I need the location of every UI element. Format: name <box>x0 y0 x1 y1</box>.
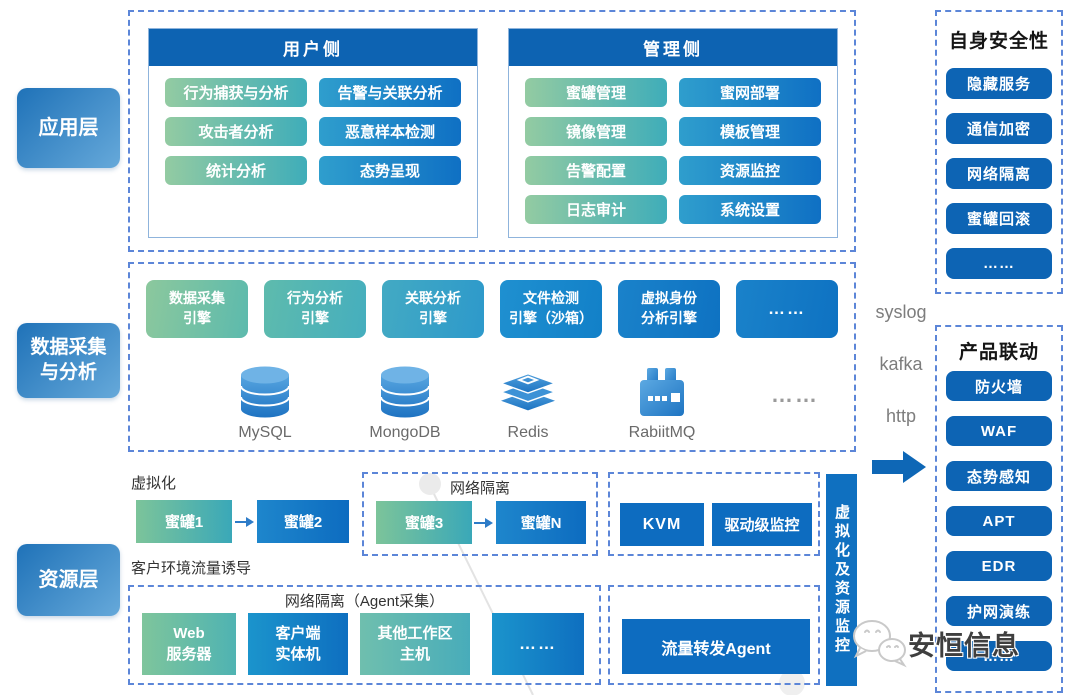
product-situation-awareness: 态势感知 <box>946 461 1052 491</box>
product-firewall: 防火墙 <box>946 371 1052 401</box>
product-apt: APT <box>946 506 1052 536</box>
feature-malicious-sample: 恶意样本检测 <box>319 117 461 146</box>
client-physical-machine-box: 客户端 实体机 <box>248 613 348 675</box>
watermark-brand: 安恒信息 <box>908 630 1020 661</box>
kvm-box: KVM <box>620 503 704 546</box>
feature-behavior-capture: 行为捕获与分析 <box>165 78 307 107</box>
security-comm-encryption: 通信加密 <box>946 113 1052 144</box>
agent-collection-zone: 网络隔离（Agent采集） Web 服务器 客户端 实体机 其他工作区 主机 …… <box>128 585 601 685</box>
management-side-title: 管理侧 <box>509 29 837 66</box>
engine-behavior-analysis: 行为分析 引擎 <box>264 280 366 338</box>
product-waf: WAF <box>946 416 1052 446</box>
feature-system-settings: 系统设置 <box>679 195 821 224</box>
protocol-syslog: syslog <box>875 302 927 322</box>
database-redis: Redis <box>473 366 583 442</box>
database-rabbitmq: RabiitMQ <box>607 366 717 442</box>
protocol-kafka: kafka <box>879 354 923 374</box>
engine-data-collection: 数据采集 引擎 <box>146 280 248 338</box>
user-side-buttons: 行为捕获与分析 告警与关联分析 攻击者分析 恶意样本检测 统计分析 态势呈现 <box>149 66 477 197</box>
self-security-panel: 自身安全性 隐藏服务 通信加密 网络隔离 蜜罐回滚 …… <box>935 10 1063 294</box>
wechat-icon <box>853 620 907 668</box>
mysql-label: MySQL <box>238 424 292 441</box>
kvm-zone: KVM 驱动级监控 <box>608 472 820 556</box>
traffic-agent-zone: 流量转发Agent <box>608 585 820 685</box>
security-more: …… <box>946 248 1052 279</box>
security-hidden-service: 隐藏服务 <box>946 68 1052 99</box>
rabbitmq-icon <box>640 368 684 416</box>
data-layer-container: 数据采集 引擎 行为分析 引擎 关联分析 引擎 文件检测 引擎（沙箱） 虚拟身份… <box>128 262 856 452</box>
honeypot-n-box: 蜜罐N <box>496 501 586 544</box>
driver-monitoring-box: 驱动级监控 <box>712 503 812 546</box>
honeypot-1-box: 蜜罐1 <box>136 500 232 543</box>
watermark: 安恒信息 <box>850 618 1020 668</box>
self-security-list: 隐藏服务 通信加密 网络隔离 蜜罐回滚 …… <box>937 68 1061 279</box>
flow-arrow-icon <box>235 517 254 527</box>
feature-alert-config: 告警配置 <box>525 156 667 185</box>
flow-arrow-icon <box>474 518 493 528</box>
network-isolation-title: 网络隔离 <box>449 480 510 497</box>
feature-resource-monitor: 资源监控 <box>679 156 821 185</box>
feature-statistics: 统计分析 <box>165 156 307 185</box>
traffic-induce-label: 客户环境流量诱导 <box>131 560 252 577</box>
web-server-box: Web 服务器 <box>142 613 236 675</box>
mysql-icon <box>240 366 290 418</box>
layer-label-data-collection: 数据采集 与分析 <box>17 323 120 398</box>
mongodb-icon <box>380 366 430 418</box>
feature-image-mgmt: 镜像管理 <box>525 117 667 146</box>
engine-row: 数据采集 引擎 行为分析 引擎 关联分析 引擎 文件检测 引擎（沙箱） 虚拟身份… <box>146 280 838 338</box>
feature-situation-display: 态势呈现 <box>319 156 461 185</box>
agent-zone-more-box: …… <box>492 613 584 675</box>
management-side-panel: 管理侧 蜜罐管理 蜜网部署 镜像管理 模板管理 告警配置 资源监控 日志审计 系… <box>508 28 838 238</box>
feature-template-mgmt: 模板管理 <box>679 117 821 146</box>
product-more: …… <box>946 641 1052 671</box>
engine-file-detection-sandbox: 文件检测 引擎（沙箱） <box>500 280 602 338</box>
feature-honeynet-deploy: 蜜网部署 <box>679 78 821 107</box>
product-edr: EDR <box>946 551 1052 581</box>
virtualization-resource-monitor-bar: 虚拟化及资源监控 <box>826 474 857 686</box>
virtualization-label: 虚拟化 <box>131 475 177 492</box>
rabbitmq-label: RabiitMQ <box>628 424 696 441</box>
feature-honeypot-mgmt: 蜜罐管理 <box>525 78 667 107</box>
network-isolation-zone: 网络隔离 蜜罐3 蜜罐N <box>362 472 598 556</box>
product-linkage-panel: 产品联动 防火墙 WAF 态势感知 APT EDR 护网演练 …… <box>935 325 1063 693</box>
engine-correlation-analysis: 关联分析 引擎 <box>382 280 484 338</box>
agent-zone-title: 网络隔离（Agent采集） <box>284 593 445 610</box>
self-security-title: 自身安全性 <box>948 31 1049 52</box>
user-side-title: 用户侧 <box>149 29 477 66</box>
product-linkage-title: 产品联动 <box>958 342 1039 363</box>
feature-attacker-analysis: 攻击者分析 <box>165 117 307 146</box>
other-workzone-host-box: 其他工作区 主机 <box>360 613 470 675</box>
database-mysql: MySQL <box>210 366 320 442</box>
redis-label: Redis <box>507 424 549 441</box>
layer-label-resource: 资源层 <box>17 544 120 616</box>
database-more-dots: …… <box>771 382 819 407</box>
redis-icon <box>498 372 558 411</box>
management-side-buttons: 蜜罐管理 蜜网部署 镜像管理 模板管理 告警配置 资源监控 日志审计 系统设置 <box>509 66 837 236</box>
user-side-panel: 用户侧 行为捕获与分析 告警与关联分析 攻击者分析 恶意样本检测 统计分析 态势… <box>148 28 478 238</box>
honeypot-3-box: 蜜罐3 <box>376 501 472 544</box>
product-linkage-list: 防火墙 WAF 态势感知 APT EDR 护网演练 …… <box>937 371 1061 671</box>
database-mongodb: MongoDB <box>350 366 460 442</box>
protocol-http: http <box>885 406 917 426</box>
honeypot-2-box: 蜜罐2 <box>257 500 349 543</box>
security-network-isolation: 网络隔离 <box>946 158 1052 189</box>
engine-virtual-identity: 虚拟身份 分析引擎 <box>618 280 720 338</box>
traffic-forward-agent-box: 流量转发Agent <box>622 619 810 674</box>
linkage-arrow-icon <box>872 451 926 483</box>
layer-label-application: 应用层 <box>17 88 120 168</box>
engine-more: …… <box>736 280 838 338</box>
application-layer-container: 用户侧 行为捕获与分析 告警与关联分析 攻击者分析 恶意样本检测 统计分析 态势… <box>128 10 856 252</box>
feature-alert-correlation: 告警与关联分析 <box>319 78 461 107</box>
feature-log-audit: 日志审计 <box>525 195 667 224</box>
product-network-drill: 护网演练 <box>946 596 1052 626</box>
mongodb-label: MongoDB <box>369 424 441 441</box>
security-honeypot-rollback: 蜜罐回滚 <box>946 203 1052 234</box>
